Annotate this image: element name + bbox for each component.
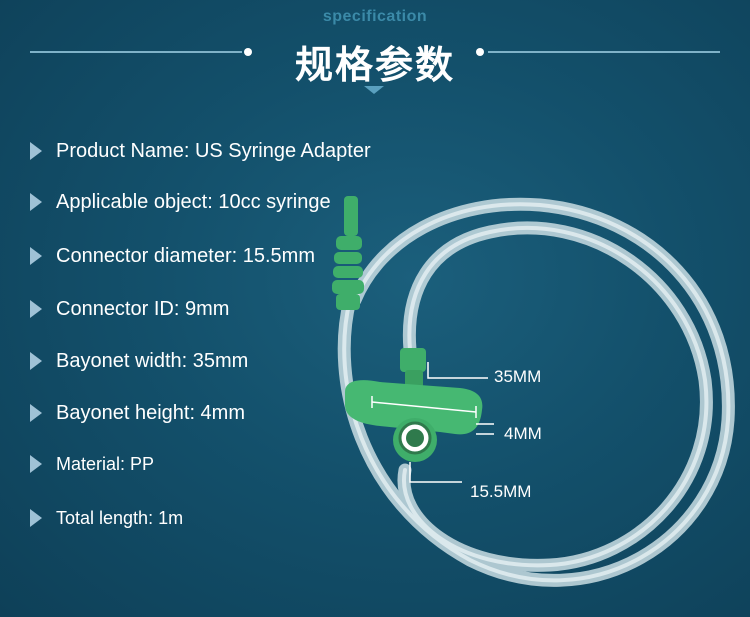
triangle-right-icon (30, 142, 42, 160)
spec-item-bayonet-width: Bayonet width: 35mm (30, 346, 248, 376)
spec-item-text: Applicable object: 10cc syringe (56, 190, 331, 213)
spec-item-connector-id: Connector ID: 9mm (30, 294, 229, 324)
spec-item-text: Connector ID: 9mm (56, 297, 230, 320)
section-title: 规格参数 (294, 43, 455, 87)
dimension-diameter-label: 15.5MM (470, 482, 532, 501)
spec-item-text: Connector diameter: 15.5mm (56, 244, 316, 267)
spec-item-total-length: Total length: 1m (30, 503, 183, 533)
spec-item-text: Material: PP (56, 453, 155, 474)
spec-item-product-name: Product Name: US Syringe Adapter (30, 136, 371, 166)
triangle-right-icon (30, 247, 42, 265)
triangle-right-icon (30, 509, 42, 527)
spec-item-text: Total length: 1m (56, 507, 184, 528)
triangle-right-icon (30, 193, 42, 211)
spec-item-applicable-object: Applicable object: 10cc syringe (30, 187, 331, 217)
spec-list: Product Name: US Syringe Adapter Applica… (30, 136, 371, 533)
section-subtitle: specification (322, 8, 428, 25)
spec-item-text: Bayonet height: 4mm (56, 401, 245, 424)
divider-right (488, 51, 720, 53)
triangle-right-icon (30, 300, 42, 318)
divider-left (30, 51, 242, 53)
triangle-right-icon (30, 455, 42, 473)
spec-item-material: Material: PP (30, 449, 154, 479)
spec-item-bayonet-height: Bayonet height: 4mm (30, 398, 245, 428)
chevron-down-icon (364, 86, 384, 94)
header: specification 规格参数 (0, 0, 750, 100)
dimension-height-label: 4MM (504, 424, 542, 443)
triangle-right-icon (30, 404, 42, 422)
spec-item-text: Bayonet width: 35mm (56, 349, 249, 372)
divider-dot-left (244, 48, 252, 56)
spec-item-text: Product Name: US Syringe Adapter (56, 139, 371, 162)
spec-item-connector-diameter: Connector diameter: 15.5mm (30, 241, 315, 271)
triangle-right-icon (30, 352, 42, 370)
dimension-width-label: 35MM (494, 367, 542, 386)
divider-dot-right (476, 48, 484, 56)
